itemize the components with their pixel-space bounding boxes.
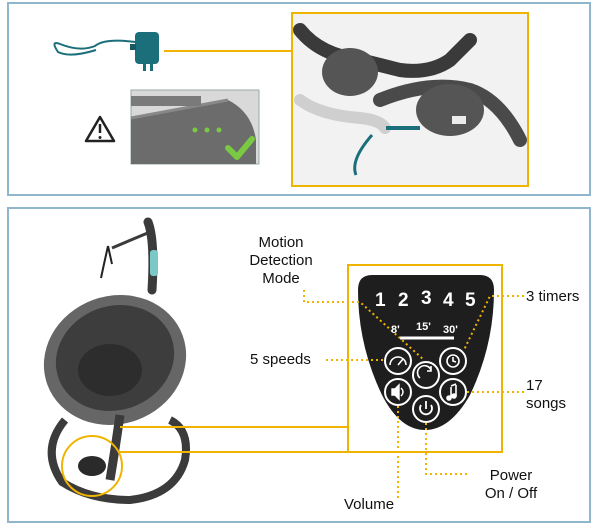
motion-detection-line-3: Mode xyxy=(262,270,300,287)
speed-number-4: 4 xyxy=(443,290,454,311)
speedometer-icon xyxy=(389,356,407,366)
speed-number-1: 1 xyxy=(375,290,386,311)
songs-line-2: songs xyxy=(526,395,567,412)
motion-sensor-icon xyxy=(416,364,432,379)
timer-button-ring xyxy=(439,347,467,375)
power-label: Power On / Off xyxy=(471,467,551,503)
power-connection-illustrations xyxy=(53,12,529,187)
motion-detection-label: Motion Detection Mode xyxy=(226,234,336,288)
speeds-label: 5 speeds xyxy=(250,351,311,368)
speed-number-5: 5 xyxy=(465,290,476,311)
songs-label: 17 songs xyxy=(526,377,566,413)
timer-8-label: 8' xyxy=(391,324,400,336)
motion-detection-line-2: Detection xyxy=(249,252,313,269)
base-port-photo xyxy=(130,89,260,165)
speed-numbers: 1 2 3 4 5 xyxy=(375,288,485,312)
speed-number-3: 3 xyxy=(421,288,432,309)
motion-detection-line-1: Motion xyxy=(258,234,304,251)
power-line-2: On / Off xyxy=(484,485,538,502)
motion-button-ring xyxy=(412,361,440,389)
music-button-ring xyxy=(439,378,467,406)
speed-button-ring xyxy=(384,347,412,375)
warning-triangle-icon xyxy=(84,115,116,143)
speaker-icon xyxy=(391,383,404,401)
power-adapter-icon xyxy=(53,32,159,71)
power-button-ring xyxy=(412,395,440,423)
control-panel-zoom-frame xyxy=(347,264,503,453)
timer-30-label: 30' xyxy=(443,324,458,336)
timer-15-label: 15' xyxy=(416,321,431,333)
power-line-1: Power xyxy=(489,467,533,484)
volume-button-ring xyxy=(384,378,412,406)
clock-icon xyxy=(446,354,460,368)
timer-values: 8' 15' 30' xyxy=(391,318,471,336)
power-icon xyxy=(419,401,433,416)
checkmark-icon xyxy=(225,136,255,160)
speed-number-2: 2 xyxy=(398,290,409,311)
baby-swing-illustration xyxy=(43,217,190,505)
callout-dotted-lines xyxy=(303,290,524,500)
timers-label: 3 timers xyxy=(526,288,580,305)
control-panel-highlight-circle xyxy=(61,435,123,497)
songs-line-1: 17 xyxy=(526,377,543,394)
volume-label: Volume xyxy=(344,496,395,513)
plugging-photo xyxy=(293,23,527,176)
music-note-icon xyxy=(446,383,457,401)
